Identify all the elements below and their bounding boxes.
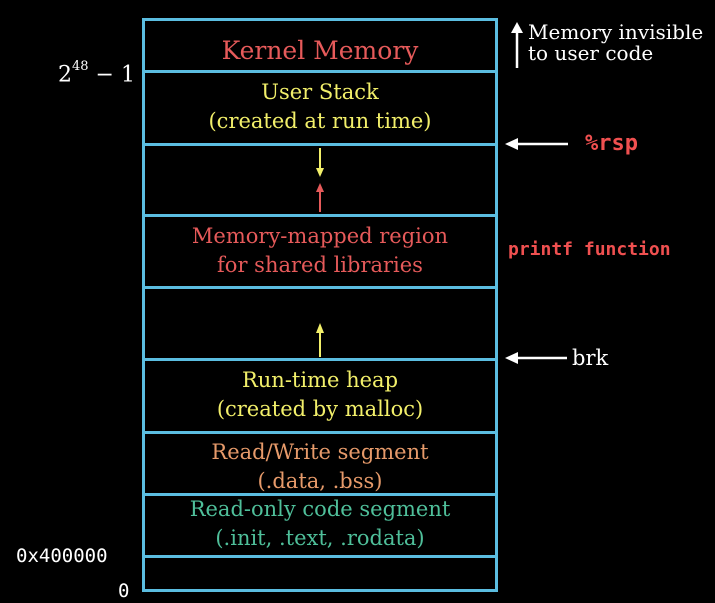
divider-gap-mmap bbox=[142, 214, 498, 217]
rw-segment-label: Read/Write segment (.data, .bss) bbox=[211, 440, 429, 493]
divider-rw-ro bbox=[142, 493, 498, 496]
invisible-memory-note: Memory invisible to user code bbox=[528, 20, 704, 65]
stack-growth-down-arrow-icon bbox=[316, 148, 324, 177]
rsp-pointer-arrow-icon bbox=[505, 138, 568, 150]
divider-heap-rw bbox=[142, 431, 498, 434]
top-address-label: 248 − 1 bbox=[58, 59, 135, 88]
up-arrow-icon bbox=[511, 22, 523, 68]
divider-gap-heap bbox=[142, 358, 498, 361]
heap-label: Run-time heap (created by malloc) bbox=[216, 368, 424, 421]
user-stack-label: User Stack (created at run time) bbox=[208, 80, 432, 133]
rsp-label: %rsp bbox=[585, 131, 638, 156]
zero-address-label: 0 bbox=[118, 580, 130, 602]
mmap-growth-up-arrow-icon bbox=[316, 183, 324, 212]
divider-kernel-userstack bbox=[142, 70, 498, 73]
divider-ro-bottom bbox=[142, 555, 498, 558]
divider-mmap-gap bbox=[142, 286, 498, 289]
kernel-memory-label: Kernel Memory bbox=[221, 36, 419, 65]
mmap-region-label: Memory-mapped region for shared librarie… bbox=[191, 224, 449, 277]
divider-userstack-gap bbox=[142, 143, 498, 146]
heap-growth-up-arrow-icon bbox=[316, 323, 324, 357]
memory-stack-frame bbox=[142, 18, 498, 592]
code-start-address-label: 0x400000 bbox=[16, 545, 108, 567]
brk-label: brk bbox=[572, 346, 609, 370]
brk-pointer-arrow-icon bbox=[505, 352, 567, 364]
printf-function-label: printf function bbox=[508, 239, 671, 260]
ro-segment-label: Read-only code segment (.init, .text, .r… bbox=[189, 497, 451, 550]
